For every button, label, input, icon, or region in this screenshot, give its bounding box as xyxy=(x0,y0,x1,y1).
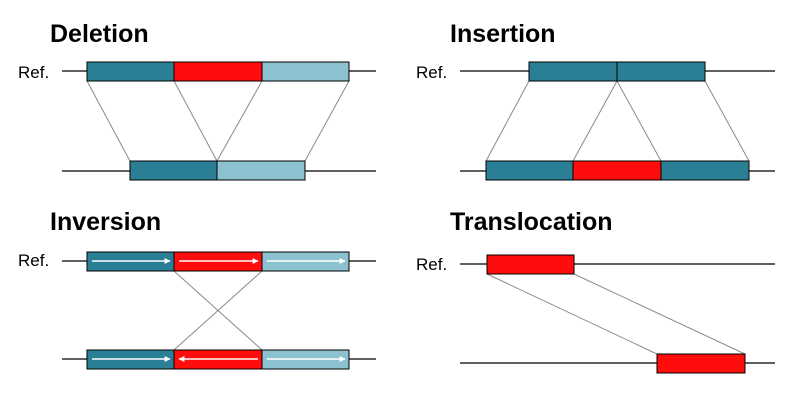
deletion-ref-label: Ref. xyxy=(18,63,50,82)
translocation-ref-label: Ref. xyxy=(416,255,448,274)
inversion-connector xyxy=(173,270,263,351)
deletion-connector xyxy=(304,80,350,162)
deletion-panel xyxy=(62,61,376,181)
insertion-ref-label: Ref. xyxy=(416,63,448,82)
insertion-connector xyxy=(485,80,530,162)
inversion-title: Inversion xyxy=(50,208,162,236)
translocation-title: Translocation xyxy=(450,208,613,236)
inversion-ref-label: Ref. xyxy=(18,251,50,270)
insertion-title: Insertion xyxy=(450,20,556,48)
deletion-ref-segment-a xyxy=(86,61,175,82)
deletion-ref-segment-deleted xyxy=(173,61,263,82)
translocation-connector xyxy=(486,273,658,355)
deletion-sample-segment-b xyxy=(216,160,306,181)
insertion-connector xyxy=(704,80,750,162)
deletion-title: Deletion xyxy=(50,20,149,48)
insertion-ref-segment-a xyxy=(528,61,618,82)
insertion-sample-segment-b xyxy=(660,160,750,181)
translocation-ref-segment xyxy=(486,254,575,275)
deletion-connector xyxy=(216,80,263,162)
insertion-sample-segment-inserted xyxy=(572,160,662,181)
deletion-sample-segment-a xyxy=(129,160,218,181)
deletion-ref-segment-b xyxy=(261,61,350,82)
insertion-panel xyxy=(460,61,775,181)
insertion-sample-segment-a xyxy=(485,160,574,181)
inversion-panel xyxy=(62,251,376,370)
translocation-sample-segment xyxy=(656,353,746,374)
insertion-connector xyxy=(572,80,618,162)
deletion-connector xyxy=(173,80,218,162)
deletion-connector xyxy=(86,80,131,162)
insertion-ref-segment-b xyxy=(616,61,706,82)
insertion-connector xyxy=(616,80,662,162)
translocation-panel xyxy=(460,254,775,374)
translocation-connector xyxy=(573,273,746,355)
